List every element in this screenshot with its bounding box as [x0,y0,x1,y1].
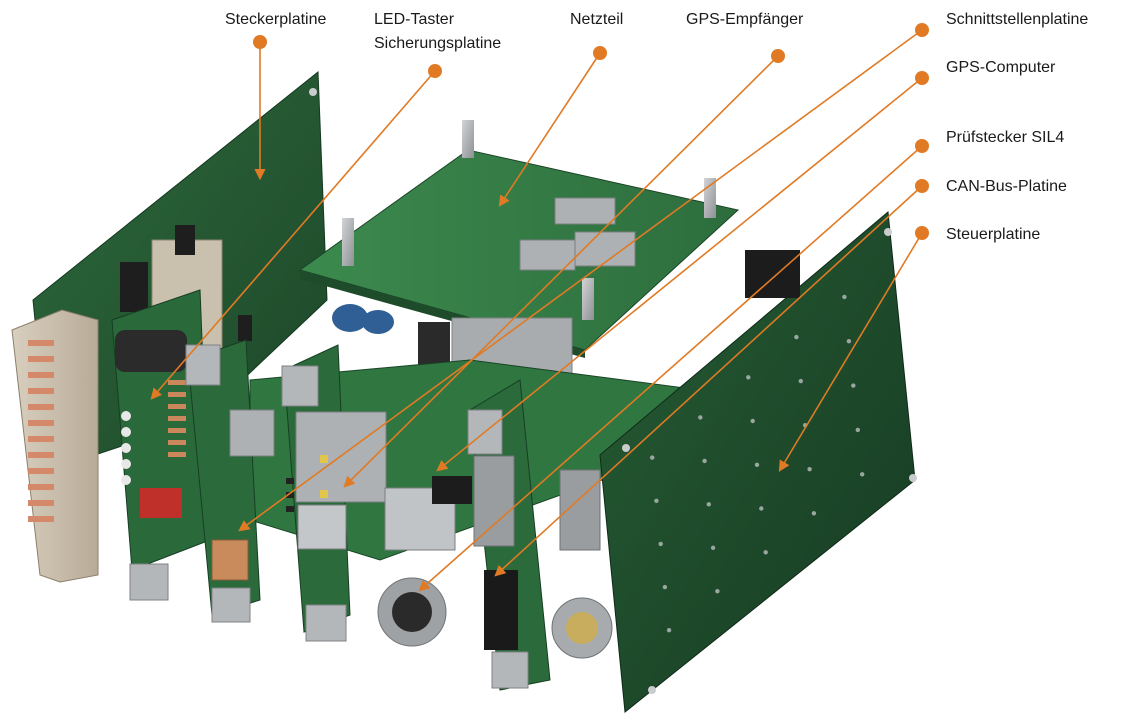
label-netzteil: Netzteil [570,11,624,28]
leader-steuerplatine [778,232,923,472]
screw-hole [759,506,764,511]
screw-hole [851,383,856,388]
leader-schnittstellenplatine [238,29,923,532]
screw-hole [763,550,768,555]
leader-gps-computer [436,77,923,472]
label-steuerplatine: Steuerplatine [946,226,1041,243]
screw-hole [811,511,817,516]
screw-hole [798,378,803,384]
leader-sicherungsplatine [150,70,436,400]
label-led-taster: LED-Taster [374,11,455,28]
screw-hole [750,418,755,424]
leader-netzteil [498,52,601,207]
leader-can-bus [494,185,923,577]
screw-hole [794,334,799,340]
label-sicherungsplatine: Sicherungsplatine [374,35,502,52]
screw-hole [807,467,812,472]
label-gps-empfaenger: GPS-Empfänger [686,11,804,28]
schnittstellenplatine-board [281,344,387,642]
screw-hole [698,415,703,420]
gps-computer-board [377,476,472,647]
can-bus-board [467,379,613,691]
label-gps-computer: GPS-Computer [946,59,1056,76]
screw-hole [706,502,711,507]
screw-hole [746,375,751,380]
screw-hole [846,339,852,344]
leader-pruefstecker [418,145,923,592]
screw-hole [650,455,655,460]
screw-hole [715,589,720,594]
din-connector [11,309,99,583]
leader-lines [150,29,923,592]
screw-hole [654,498,659,503]
screw-hole [658,541,663,547]
steuerplatine-board [599,211,917,713]
screw-hole [666,628,672,633]
label-schnittstellenplatine: Schnittstellenplatine [946,11,1089,28]
label-can-bus: CAN-Bus-Platine [946,178,1067,195]
screw-hole [860,472,865,477]
label-pruefstecker: Prüfstecker SIL4 [946,129,1065,146]
screw-hole [842,294,847,300]
leader-dots [253,23,929,240]
screw-hole [754,462,760,467]
sicherungsplatine-board [111,289,211,601]
screw-hole [662,584,668,590]
label-steckerplatine: Steckerplatine [225,11,327,28]
screw-hole [855,427,860,433]
screw-hole [710,545,716,550]
screw-hole [702,458,707,464]
leader-gps-empfaenger [343,55,779,488]
